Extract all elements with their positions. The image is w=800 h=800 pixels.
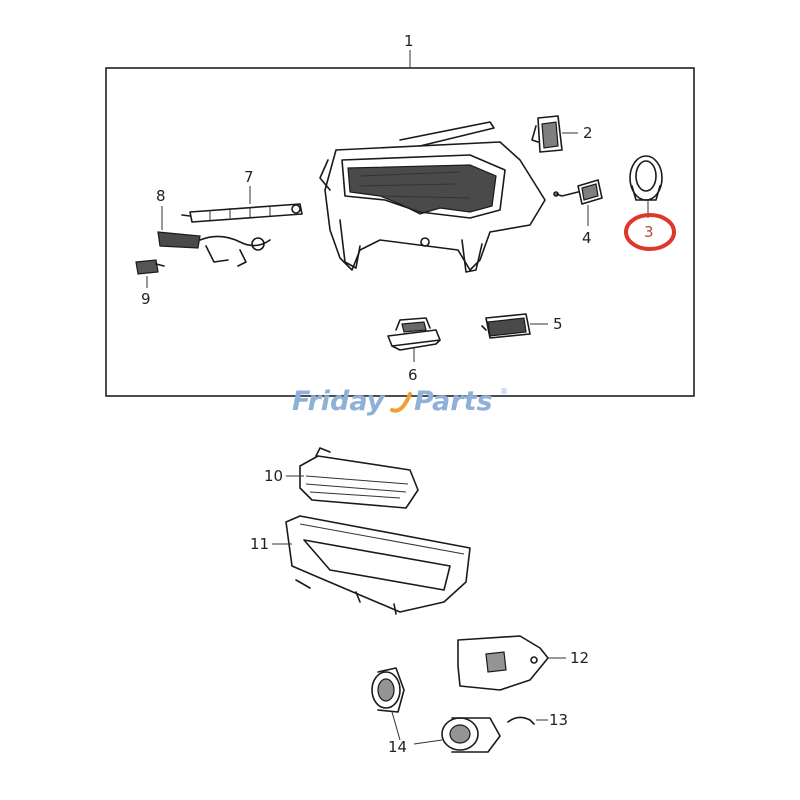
part-14-fog-lamp[interactable] <box>371 667 501 753</box>
watermark-friday: Friday <box>292 386 386 417</box>
watermark-registered: ® <box>500 387 508 396</box>
leader-line-14b <box>413 739 443 745</box>
callout-14[interactable]: 14 <box>388 738 407 756</box>
callout-5[interactable]: 5 <box>553 315 563 333</box>
callout-6[interactable]: 6 <box>408 366 418 384</box>
part-9-connector[interactable] <box>135 259 165 275</box>
callout-10[interactable]: 10 <box>264 467 283 485</box>
part-4-bulb[interactable] <box>553 179 603 205</box>
part-7-adjuster[interactable] <box>181 203 303 223</box>
callout-9[interactable]: 9 <box>141 290 151 308</box>
watermark-logo: Friday Parts ® <box>292 386 508 417</box>
part-8-wiring-harness[interactable] <box>157 231 271 267</box>
callout-7[interactable]: 7 <box>244 168 254 186</box>
part-13-clip[interactable] <box>507 716 535 725</box>
callout-11[interactable]: 11 <box>250 535 269 553</box>
callout-1[interactable]: 1 <box>404 32 414 50</box>
callout-8[interactable]: 8 <box>156 187 166 205</box>
watermark-swoosh <box>390 392 412 413</box>
callout-13[interactable]: 13 <box>549 711 568 729</box>
part-2-lamp-socket[interactable] <box>531 115 563 153</box>
callout-3[interactable]: 3 <box>644 223 654 241</box>
part-3-dust-cap[interactable] <box>629 155 663 201</box>
part-5-ballast-module[interactable] <box>481 313 531 339</box>
assembly-frame <box>105 67 695 397</box>
part-10-drl-lightbar[interactable] <box>299 447 419 509</box>
headlamp-assembly[interactable] <box>319 121 546 273</box>
callout-3-highlight-ring <box>624 213 676 251</box>
watermark-parts: Parts <box>414 386 493 417</box>
callout-2[interactable]: 2 <box>583 124 593 142</box>
part-11-bezel[interactable] <box>285 515 471 615</box>
callout-4[interactable]: 4 <box>582 229 592 247</box>
callout-12[interactable]: 12 <box>570 649 589 667</box>
part-6-igniter[interactable] <box>387 317 441 351</box>
leader-line-14a <box>391 711 401 741</box>
part-12-bracket[interactable] <box>457 635 549 691</box>
